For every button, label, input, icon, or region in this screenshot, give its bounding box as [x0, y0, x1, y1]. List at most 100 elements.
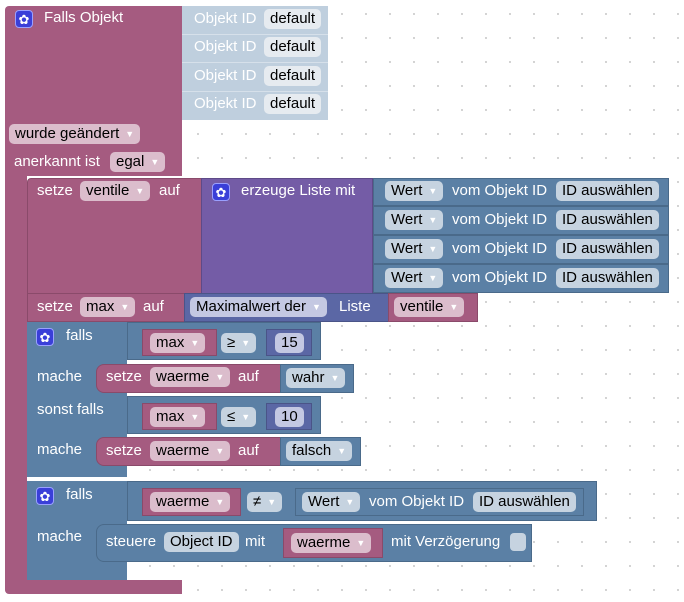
variable-dropdown[interactable]: max▼	[150, 407, 206, 427]
variable-value: waerme	[297, 534, 351, 551]
dropdown-arrow-icon: ▼	[215, 372, 225, 382]
id-select[interactable]: ID auswählen	[556, 181, 659, 201]
object-id-value[interactable]: default	[264, 66, 322, 86]
variable-dropdown[interactable]: waerme▼	[150, 441, 231, 461]
dropdown-arrow-icon: ▼	[215, 497, 225, 507]
variable-value: ventile	[400, 298, 444, 315]
variable-dropdown[interactable]: ventile▼	[80, 181, 151, 201]
id-select[interactable]: ID auswählen	[556, 210, 659, 230]
id-select[interactable]: ID auswählen	[473, 492, 576, 512]
set-prefix: setze	[37, 182, 73, 199]
object-id-label: vom Objekt ID	[452, 269, 548, 286]
object-id-label: vom Objekt ID	[452, 211, 548, 228]
operator-value: ≠	[253, 493, 262, 510]
gear-icon[interactable]: ✿	[36, 328, 54, 346]
bool-value: falsch	[292, 442, 332, 459]
trigger-block[interactable]	[5, 6, 182, 176]
variable-dropdown[interactable]: max ▼	[150, 333, 206, 353]
object-id-label: vom Objekt ID	[452, 182, 548, 199]
variable-value: max	[156, 334, 185, 351]
gear-icon[interactable]: ✿	[15, 10, 33, 28]
prop-value: Wert	[391, 240, 423, 257]
set-suffix: auf	[143, 298, 164, 315]
object-id-label: Objekt ID	[194, 38, 257, 55]
prop-dropdown[interactable]: Wert▼	[385, 210, 444, 230]
gear-icon[interactable]: ✿	[36, 487, 54, 505]
prop-value: Wert	[391, 269, 423, 286]
ack-dropdown[interactable]: egal ▼	[110, 152, 166, 172]
variable-dropdown[interactable]: max ▼	[80, 297, 136, 317]
trigger-title: Falls Objekt	[44, 9, 124, 26]
dropdown-arrow-icon: ▼	[356, 538, 366, 548]
dropdown-arrow-icon: ▼	[150, 157, 160, 167]
dropdown-arrow-icon: ▼	[135, 186, 145, 196]
variable-dropdown[interactable]: waerme ▼	[150, 492, 231, 512]
dropdown-arrow-icon: ▼	[267, 497, 277, 507]
number-value[interactable]: 10	[275, 407, 304, 427]
variable-value: max	[86, 298, 115, 315]
variable-dropdown[interactable]: waerme ▼	[291, 533, 372, 553]
id-select[interactable]: ID auswählen	[556, 268, 659, 288]
variable-value: waerme	[156, 368, 210, 385]
variable-value: max	[156, 408, 185, 425]
gear-icon[interactable]: ✿	[212, 183, 230, 201]
dropdown-arrow-icon: ▼	[241, 338, 251, 348]
prop-dropdown[interactable]: Wert ▼	[302, 492, 361, 512]
dropdown-arrow-icon: ▼	[312, 302, 321, 312]
object-id-value[interactable]: default	[264, 37, 322, 57]
dropdown-arrow-icon: ▼	[190, 338, 200, 348]
variable-value: waerme	[156, 493, 210, 510]
func-dropdown[interactable]: Maximalwert der ▼	[190, 297, 327, 317]
ack-value: egal	[116, 153, 145, 170]
operator-dropdown[interactable]: ≤▼	[221, 407, 257, 427]
variable-dropdown[interactable]: ventile ▼	[394, 297, 465, 317]
object-id-label: vom Objekt ID	[452, 240, 548, 257]
condition-dropdown[interactable]: wurde geändert ▼	[9, 124, 141, 144]
condition-value: wurde geändert	[15, 125, 120, 142]
object-id-select[interactable]: Object ID	[164, 532, 239, 552]
operator-dropdown[interactable]: ≠▼	[247, 492, 283, 512]
bool-dropdown[interactable]: falsch▼	[286, 441, 353, 461]
operator-dropdown[interactable]: ≥▼	[221, 333, 257, 353]
trigger-block-footer	[5, 580, 182, 594]
prop-value: Wert	[308, 493, 340, 510]
dropdown-arrow-icon: ▼	[120, 302, 130, 312]
prop-value: Wert	[391, 211, 423, 228]
dropdown-arrow-icon: ▼	[215, 446, 225, 456]
prop-dropdown[interactable]: Wert ▼	[385, 268, 444, 288]
with-label: mit	[245, 533, 265, 550]
list-label: erzeuge Liste mit	[241, 182, 356, 199]
object-id-label: Objekt ID	[194, 95, 257, 112]
object-id-value[interactable]: default	[264, 9, 322, 29]
bool-value: wahr	[292, 369, 325, 386]
dropdown-arrow-icon: ▼	[449, 302, 459, 312]
do-label: mache	[37, 368, 83, 385]
dropdown-arrow-icon: ▼	[428, 273, 438, 283]
func-value: Maximalwert der	[196, 298, 307, 315]
dropdown-arrow-icon: ▼	[428, 244, 438, 254]
prop-dropdown[interactable]: Wert ▼	[385, 181, 444, 201]
elseif-label: sonst falls	[37, 401, 104, 418]
dropdown-arrow-icon: ▼	[125, 129, 135, 139]
bool-dropdown[interactable]: wahr▼	[286, 368, 346, 388]
dropdown-arrow-icon: ▼	[345, 497, 355, 507]
number-value[interactable]: 15	[275, 333, 304, 353]
variable-dropdown[interactable]: waerme ▼	[150, 367, 231, 387]
id-select[interactable]: ID auswählen	[556, 239, 659, 259]
do-label: mache	[37, 528, 83, 545]
if-label: falls	[66, 486, 93, 503]
operator-value: ≥	[227, 334, 236, 351]
set-suffix: auf	[238, 368, 259, 385]
control-prefix: steuere	[106, 533, 157, 550]
dropdown-arrow-icon: ▼	[428, 186, 438, 196]
trigger-block-spine	[5, 170, 27, 590]
object-id-label: vom Objekt ID	[369, 493, 465, 510]
set-prefix: setze	[106, 442, 142, 459]
set-suffix: auf	[159, 182, 180, 199]
prop-dropdown[interactable]: Wert ▼	[385, 239, 444, 259]
delay-checkbox[interactable]	[510, 533, 526, 551]
set-prefix: setze	[37, 298, 73, 315]
prop-value: Wert	[391, 182, 423, 199]
ack-label: anerkannt ist	[14, 153, 100, 170]
object-id-value[interactable]: default	[264, 94, 322, 114]
